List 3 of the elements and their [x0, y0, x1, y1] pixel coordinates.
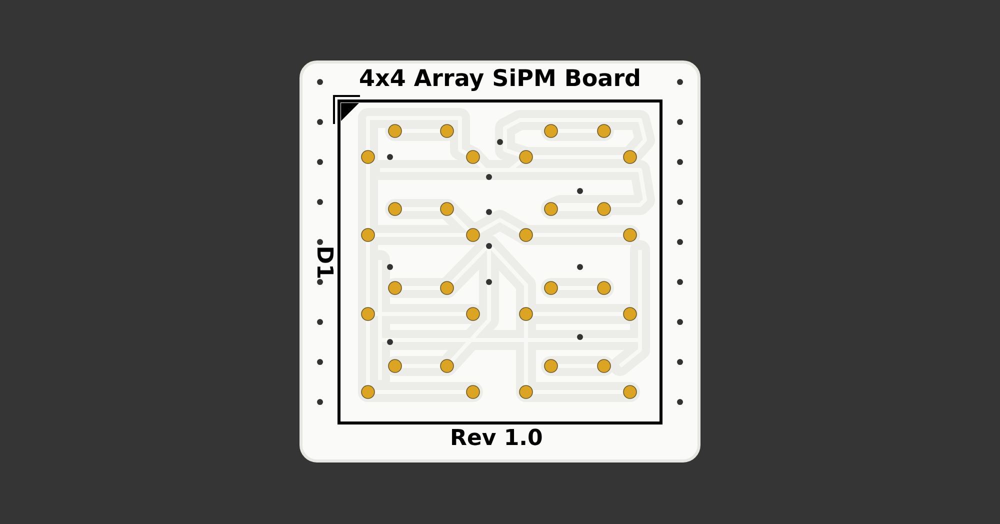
- board-title: 4x4 Array SiPM Board: [359, 66, 642, 92]
- revision-label: Rev 1.0: [450, 426, 543, 451]
- designator-label: D1: [311, 246, 336, 280]
